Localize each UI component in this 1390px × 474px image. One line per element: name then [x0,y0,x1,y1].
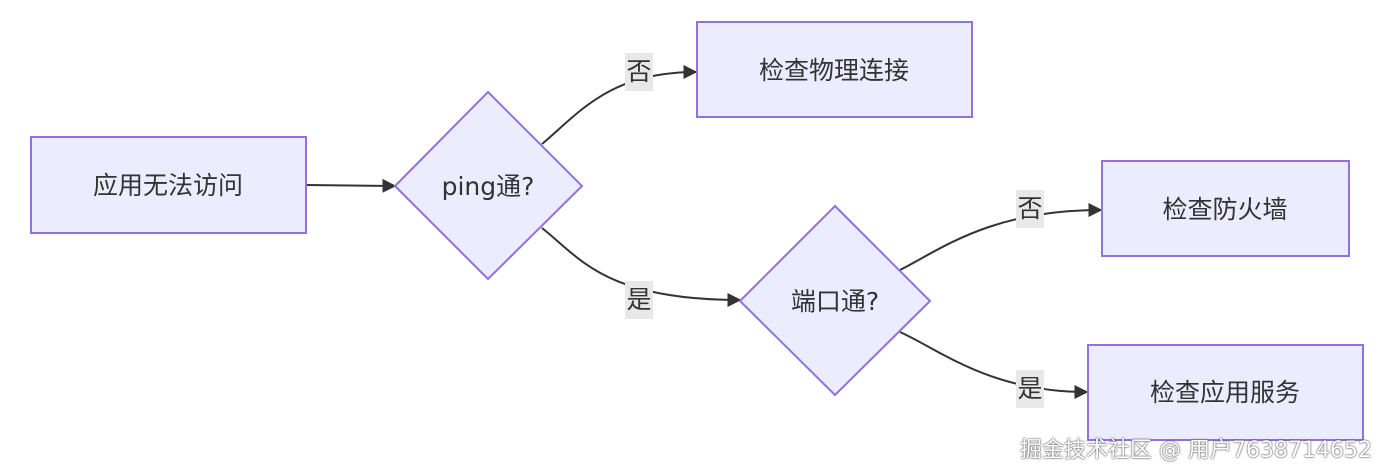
node-port-label: 端口通? [791,287,879,316]
edge-label-port-yes-text: 是 [1017,374,1042,403]
node-firewall-label: 检查防火墙 [1162,195,1287,224]
edge-label-port-yes: 是 [1016,370,1044,408]
edge-start-to-ping [305,178,397,193]
node-start-label: 应用无法访问 [93,171,243,200]
node-start: 应用无法访问 [30,136,307,234]
node-ping-decision: ping通? [393,90,584,281]
edge-ping-to-port [541,227,742,307]
node-physical: 检查物理连接 [696,21,973,118]
edge-port-to-firewall [899,203,1103,271]
node-physical-label: 检查物理连接 [759,56,909,85]
edge-label-ping-no: 否 [625,53,653,91]
edge-label-port-no-text: 否 [1017,194,1042,223]
edge-label-ping-no-text: 否 [626,57,651,86]
edge-label-port-no: 否 [1016,190,1044,228]
edge-label-ping-yes-text: 是 [626,285,651,314]
node-firewall: 检查防火墙 [1101,160,1350,257]
node-service: 检查应用服务 [1087,344,1364,441]
edge-label-ping-yes: 是 [625,281,653,319]
node-service-label: 检查应用服务 [1150,378,1300,407]
node-ping-label: ping通? [442,172,535,201]
watermark: 掘金技术社区 @ 用户7638714652 [1020,438,1372,463]
edge-port-to-service [899,331,1089,399]
edge-ping-to-physical [541,65,698,145]
node-port-decision: 端口通? [738,204,932,397]
